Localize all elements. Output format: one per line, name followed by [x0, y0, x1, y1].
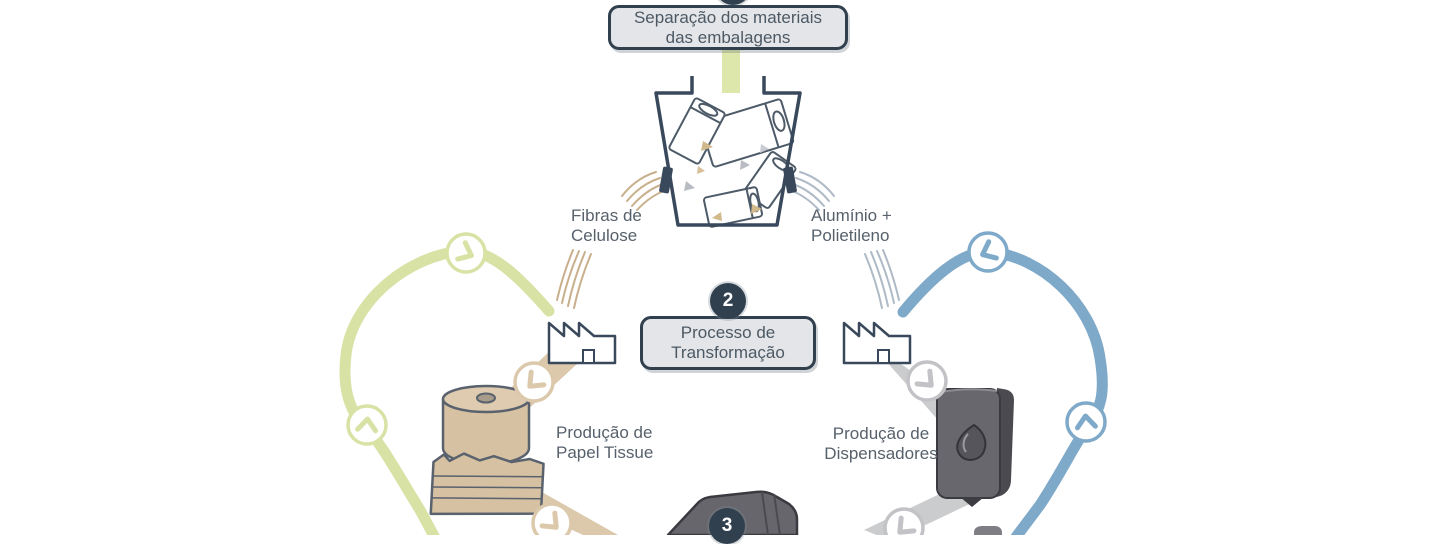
flow-direction-marker-tan-lower	[531, 502, 573, 535]
flow-direction-marker-green-left	[346, 404, 388, 446]
dispenser-icon	[936, 388, 1014, 507]
blue-cycle-arc	[897, 246, 1108, 535]
factory-icon-left	[547, 321, 617, 365]
flow-direction-marker-gray-lower	[883, 507, 925, 535]
dispenser-production-label: Produção de Dispensadores	[824, 424, 938, 463]
flow-direction-marker-blue-top	[967, 231, 1009, 273]
separation-panel: Separação dos materiais das embalagens	[608, 5, 848, 50]
fiber-flow-lines	[556, 171, 667, 309]
recycling-bin-icon	[654, 76, 802, 228]
bottom-right-object	[974, 526, 1002, 535]
step-3-badge: 3	[709, 508, 745, 544]
paper-production-label: Produção de Papel Tissue	[556, 423, 654, 462]
paper-roll-icon	[441, 384, 531, 466]
green-feed-band	[722, 46, 740, 98]
scrap-triangles	[684, 141, 769, 221]
bin-left-outlet-tab	[659, 166, 673, 194]
transformation-panel: Processo de Transformação	[640, 316, 816, 370]
flow-direction-marker-green-top	[445, 232, 487, 274]
step-2-badge: 2	[710, 283, 746, 319]
step-1-badge	[715, 0, 751, 5]
fibers-label: Fibras de Celulose	[571, 206, 642, 245]
flow-direction-marker-blue-right	[1065, 401, 1107, 443]
bin-right-outlet-tab	[783, 166, 797, 194]
factory-icon-right	[842, 321, 912, 365]
flow-direction-marker-tan-upper	[513, 361, 555, 403]
flow-direction-marker-gray-upper	[906, 360, 948, 402]
aluminium-label: Alumínio + Polietileno	[811, 206, 892, 245]
paper-stack-icon	[429, 452, 545, 516]
